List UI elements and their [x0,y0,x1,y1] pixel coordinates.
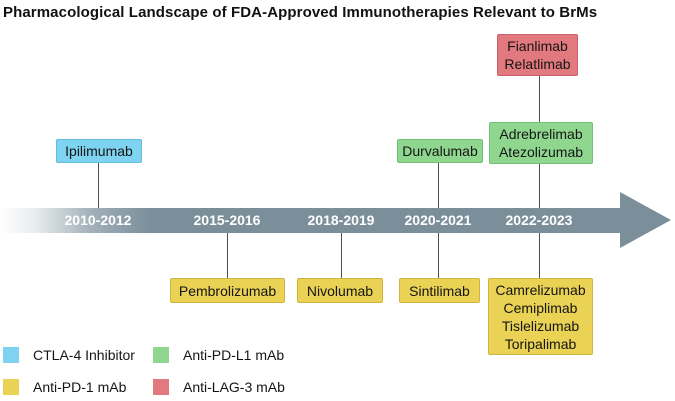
connector-line [438,233,439,278]
connector-line [539,233,540,278]
legend-swatch-anti-pd1 [3,379,19,395]
drug-label: Fianlimab [507,38,568,54]
drug-box-camrelizumab-group: Camrelizumab Cemiplimab Tislelizumab Tor… [488,278,593,355]
drug-label: Sintilimab [409,282,470,299]
legend-item-anti-pd1: Anti-PD-1 mAb [3,379,126,395]
year-label-2018-2019: 2018-2019 [307,212,375,228]
drug-box-adrebrelimab-atezolizumab: Adrebrelimab Atezolizumab [489,122,593,164]
year-label-2015-2016: 2015-2016 [193,212,261,228]
legend-swatch-ctla4 [3,347,19,363]
legend-item-anti-lag3: Anti-LAG-3 mAb [153,379,285,395]
drug-label: Cemiplimab [503,299,578,316]
year-label-2020-2021: 2020-2021 [404,212,472,228]
drug-box-ipilimumab: Ipilimumab [56,139,142,163]
legend-label: Anti-LAG-3 mAb [183,379,285,395]
connector-line [341,233,342,278]
connector-line [98,163,99,208]
year-label-2022-2023: 2022-2023 [505,212,573,228]
drug-box-nivolumab: Nivolumab [297,278,383,303]
drug-label: Atezolizumab [498,144,584,160]
legend-item-anti-pdl1: Anti-PD-L1 mAb [153,347,284,363]
figure-title: Pharmacological Landscape of FDA-Approve… [3,4,598,21]
drug-label: Nivolumab [306,282,374,299]
legend-label: CTLA-4 Inhibitor [33,347,135,363]
year-label-2010-2012: 2010-2012 [64,212,132,228]
legend-label: Anti-PD-1 mAb [33,379,127,395]
drug-label: Relatlimab [504,56,571,72]
timeline-arrowhead-icon [620,192,671,248]
connector-line [227,233,228,278]
drug-label: Toripalimab [504,335,577,352]
legend-swatch-anti-lag3 [153,379,169,395]
drug-label: Tislelizumab [501,317,580,334]
drug-label: Durvalumab [402,143,478,159]
legend-label: Anti-PD-L1 mAb [183,347,285,363]
drug-box-fianlimab-relatlimab: Fianlimab Relatlimab [497,34,578,76]
connector-line [438,163,439,208]
drug-box-sintilimab: Sintilimab [399,278,480,303]
timeline-bar [0,208,622,233]
drug-box-pembrolizumab: Pembrolizumab [170,278,285,303]
drug-label: Ipilimumab [65,143,133,159]
drug-label: Camrelizumab [495,281,586,298]
drug-box-durvalumab: Durvalumab [397,139,483,163]
drug-label: Adrebrelimab [499,126,583,142]
legend-item-ctla4: CTLA-4 Inhibitor [3,347,135,363]
connector-line [539,164,540,208]
connector-line [539,76,540,122]
drug-label: Pembrolizumab [178,282,277,299]
legend-swatch-anti-pdl1 [153,347,169,363]
